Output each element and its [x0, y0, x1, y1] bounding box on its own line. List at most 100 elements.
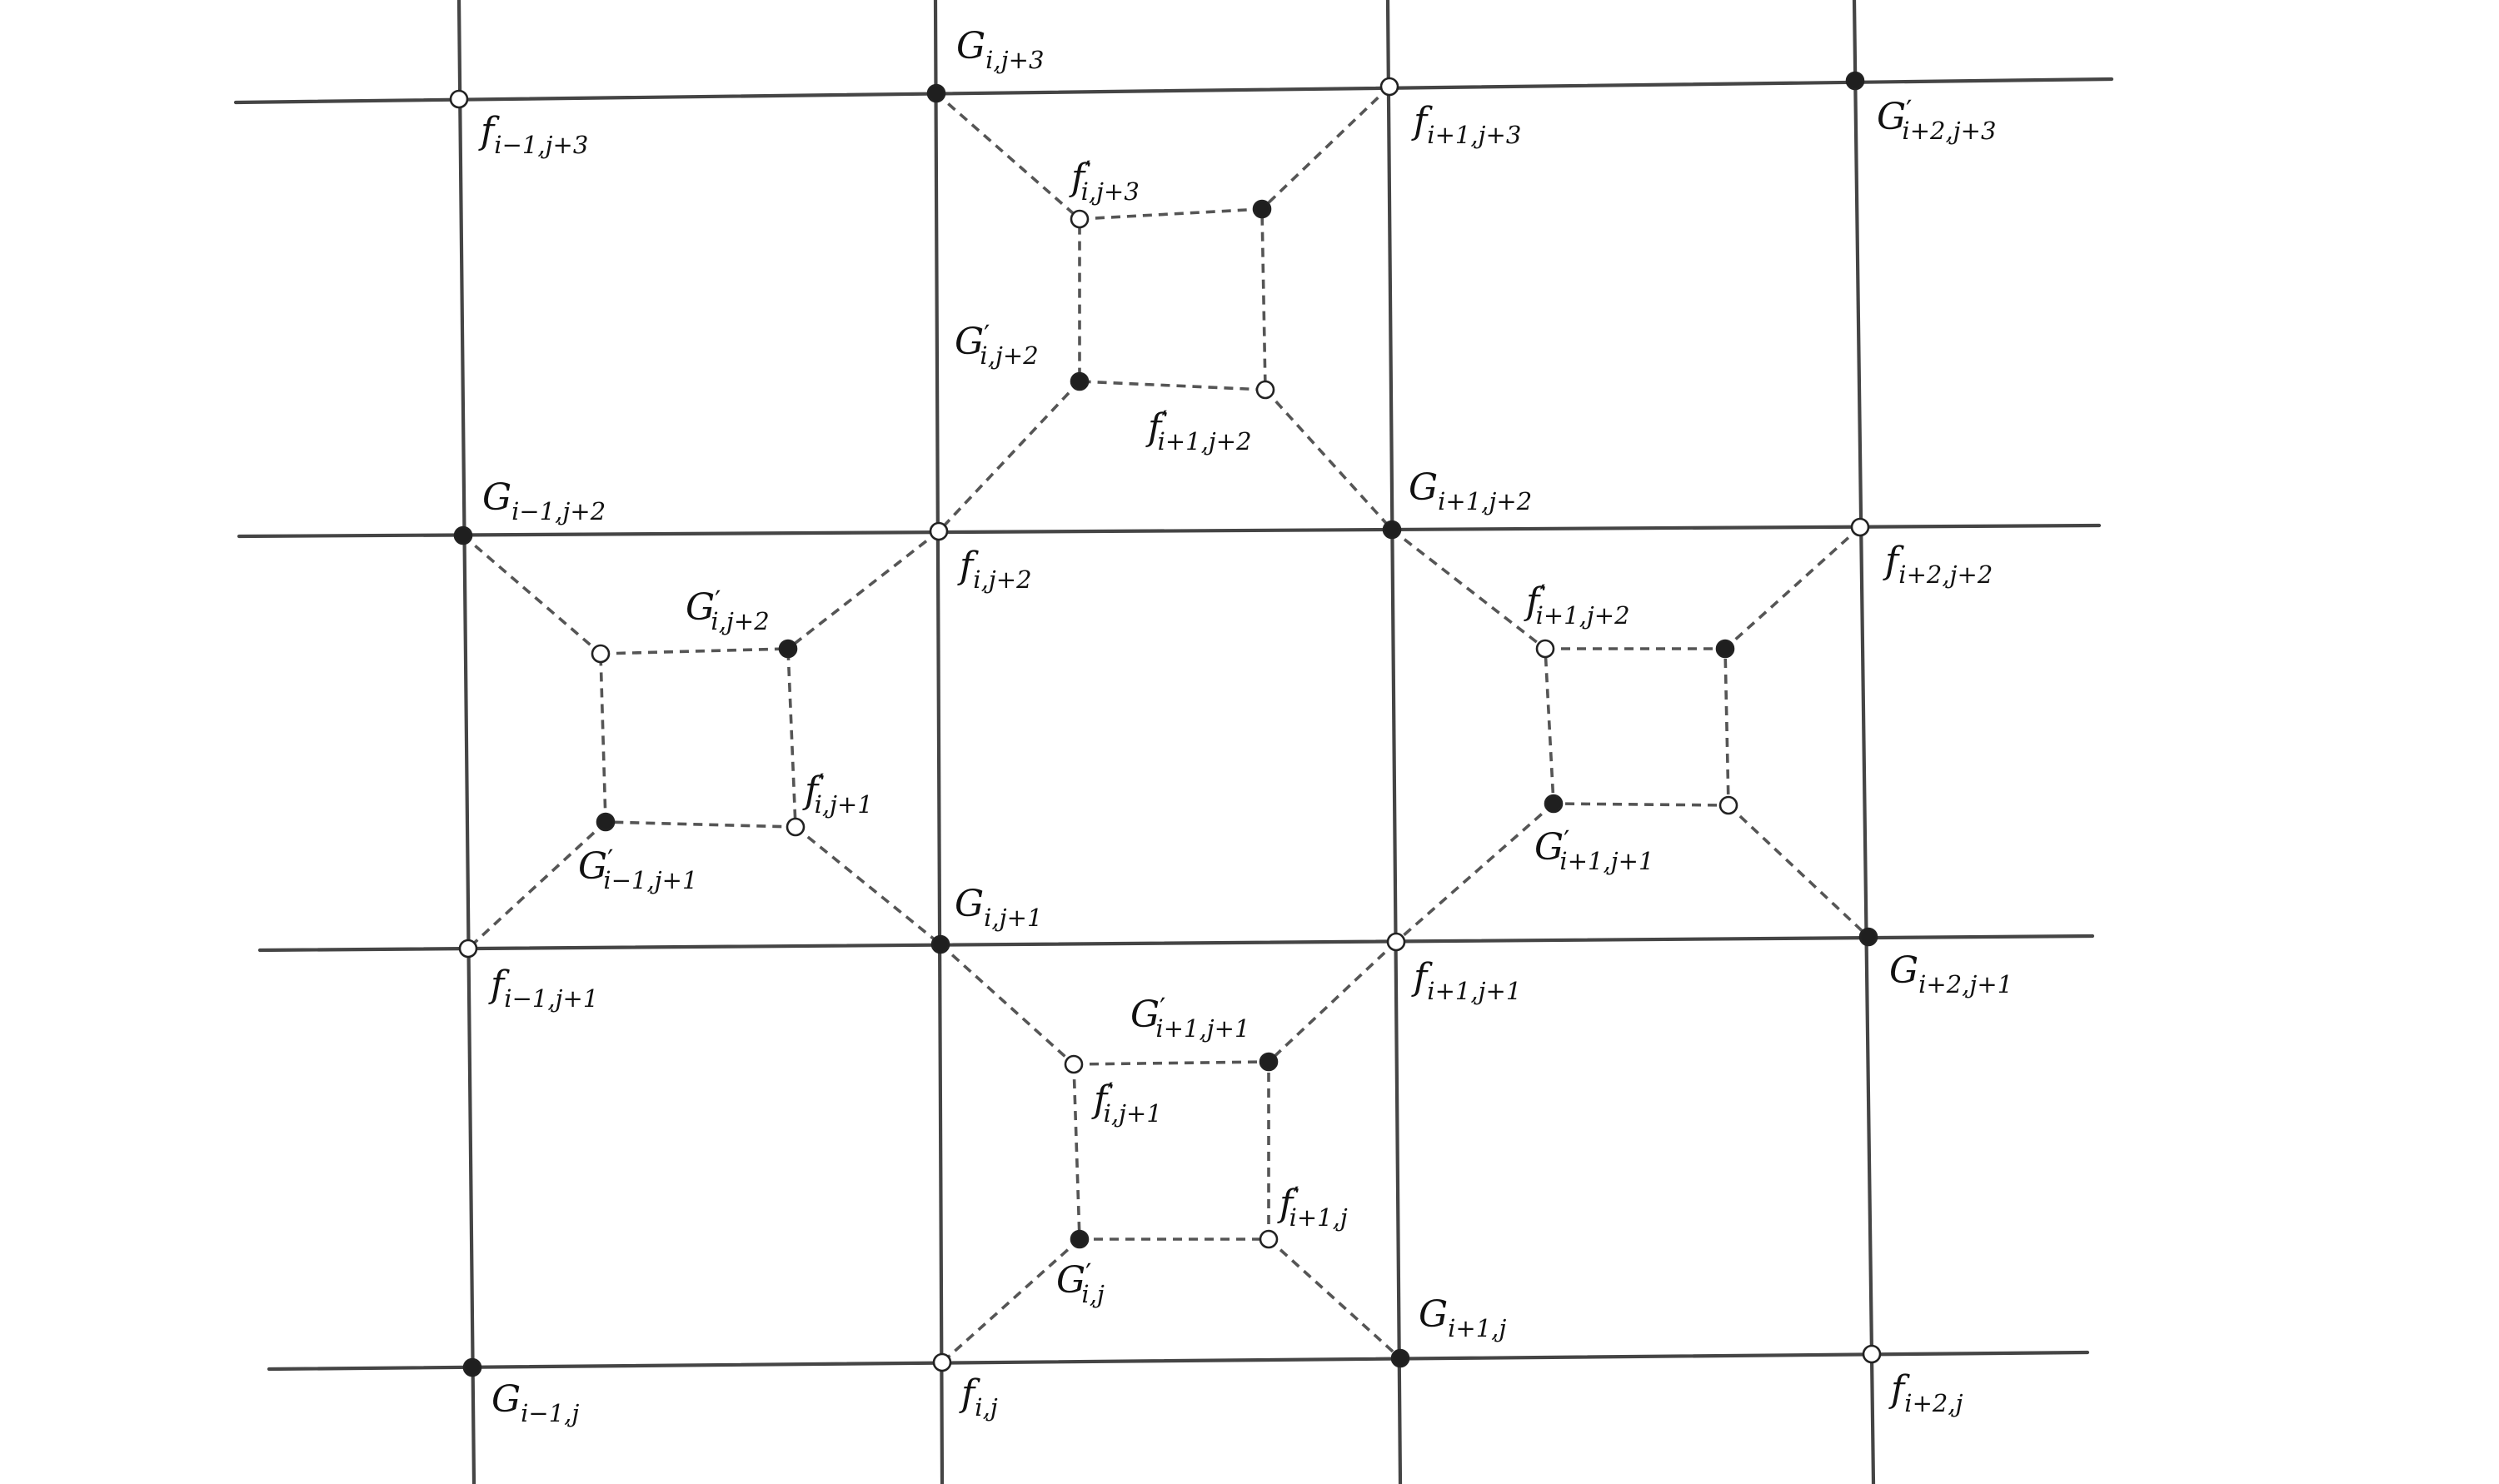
label-subscript: i+1,j+2	[1536, 601, 1630, 630]
label-subscript: i,j	[975, 1393, 998, 1422]
node-fp-i-j1-bottom	[1064, 1054, 1084, 1074]
label-G-i-j1: Gi,j+1	[955, 883, 1042, 932]
grid-line-row-j1	[257, 934, 2095, 953]
label-subscript: i−1,j+1	[504, 984, 598, 1013]
grid-line-row-j	[267, 1350, 2090, 1372]
label-G-i-j3: Gi,j+3	[956, 25, 1044, 74]
label-base: G	[482, 476, 511, 519]
label-subscript: i+2,j+2	[1898, 560, 1993, 589]
square-nodes	[591, 199, 1738, 1249]
node-G-im1-j2	[453, 525, 473, 545]
node-G-ip1-j	[1390, 1348, 1410, 1368]
label-fp-i-j1-bottom: f′i,j+1	[1091, 1077, 1162, 1128]
label-subscript: i−1,j+1	[603, 866, 697, 894]
grid-line-row-j3	[233, 77, 2114, 105]
node-f-ip2-j	[1862, 1344, 1882, 1364]
label-f-i-j2: fi,j+2	[957, 545, 1032, 594]
node-fp-i-j1-left	[786, 817, 806, 837]
label-G-im1-j: Gi−1,j	[491, 1378, 579, 1427]
label-base: G	[1409, 466, 1438, 509]
label-prime: ′	[715, 585, 721, 616]
label-prime: ′	[607, 844, 613, 875]
label-subscript: i,j+1	[1104, 1099, 1162, 1128]
label-subscript: i−1,j+3	[494, 131, 588, 159]
node-f-im1-j1	[458, 939, 478, 959]
label-subscript: i+2,j+1	[1918, 970, 2013, 998]
label-base: G	[578, 845, 607, 888]
label-prime: ′	[1085, 155, 1090, 187]
node-G-ip1-j2	[1382, 520, 1402, 540]
label-prime: ′	[1906, 94, 1912, 126]
label-base: G	[1534, 826, 1564, 869]
label-subscript: i+2,j	[1904, 1389, 1963, 1417]
label-fp-ip1-j2-right: f′i+1,j+2	[1524, 579, 1630, 630]
label-fp-i-j1-left: f′i,j+1	[802, 768, 873, 819]
label-subscript: i+1,j+1	[1155, 1014, 1250, 1043]
label-base: G	[686, 586, 715, 629]
label-fp-i-j3: f′i,j+3	[1069, 155, 1140, 206]
node-fp-ip1-j	[1259, 1229, 1279, 1249]
node-f-ip1-j1	[1386, 932, 1406, 952]
dashed-edge-bottom-b	[1267, 940, 1398, 1063]
label-subscript: i,j+3	[985, 46, 1044, 74]
label-prime: ′	[984, 319, 990, 351]
label-f-ip1-j1: fi+1,j+1	[1411, 956, 1521, 1005]
dashed-square-right	[1544, 647, 1730, 807]
dashed-edge-right-c	[1394, 802, 1555, 944]
label-subscript: i+1,j	[1289, 1203, 1348, 1232]
dashed-edge-top-a	[935, 92, 1081, 221]
label-subscript: i+1,j+3	[1427, 121, 1521, 149]
node-fp-ip1-j2-top	[1255, 380, 1275, 400]
node-Gp-im1-j1	[596, 812, 616, 832]
label-Gp-i-j2-left: G′i,j+2	[686, 585, 770, 635]
grid-nodes	[449, 71, 1882, 1377]
label-base: G	[1889, 949, 1918, 992]
node-Gp-ip1-j1-bottom	[1259, 1052, 1279, 1072]
label-G-ip1-j: Gi+1,j	[1419, 1293, 1506, 1342]
label-subscript: i,j+1	[815, 790, 873, 819]
label-G-ip1-j2: Gi+1,j+2	[1409, 466, 1532, 515]
label-prime: ′	[818, 768, 824, 799]
label-prime: ′	[1160, 992, 1165, 1023]
label-f-ip2-j: fi+2,j	[1888, 1368, 1963, 1417]
grid-line-col-im1	[456, 0, 476, 1484]
vertex-labels: Gi,j+3 fi−1,j+3 fi+1,j+3 G′i+2,j+3 f′i,j…	[478, 25, 2013, 1427]
node-G-im1-j	[462, 1357, 482, 1377]
label-prime: ′	[1161, 405, 1167, 436]
dashed-edge-left-a	[461, 534, 602, 655]
label-prime: ′	[1293, 1181, 1299, 1213]
label-subscript: i,j	[1081, 1280, 1105, 1308]
label-f-im1-j3: fi−1,j+3	[478, 110, 588, 159]
node-left-square-nw	[591, 644, 611, 664]
grid-line-row-j2	[237, 523, 2102, 539]
node-f-im1-j3	[449, 89, 469, 109]
node-G-ip2-j3	[1845, 71, 1865, 91]
label-subscript: i,j+3	[1081, 177, 1140, 206]
node-f-ip2-j2	[1850, 517, 1870, 537]
node-right-square-se	[1718, 795, 1738, 815]
label-fp-ip1-j2-top: f′i+1,j+2	[1145, 405, 1252, 456]
dashed-edge-top-b	[1260, 85, 1391, 211]
label-prime: ′	[1564, 824, 1569, 856]
label-subscript: i+1,j+2	[1438, 487, 1532, 515]
grid-vertical-lines	[456, 0, 1876, 1484]
node-fp-ip1-j2-right	[1535, 639, 1555, 659]
label-base: G	[1419, 1293, 1448, 1336]
dashed-edge-right-b	[1723, 525, 1862, 650]
node-Gp-ip1-j1-right	[1544, 794, 1564, 814]
dashed-edge-top-d	[1264, 388, 1394, 531]
label-subscript: i,j+2	[973, 565, 1031, 594]
label-f-i-j: fi,j	[959, 1372, 998, 1422]
grid-line-col-ip2	[1852, 0, 1876, 1484]
dashed-edge-top-c	[937, 380, 1081, 533]
label-prime: ′	[1539, 579, 1545, 610]
label-base: G	[956, 25, 985, 67]
label-Gp-ip1-j1-right: G′i+1,j+1	[1534, 824, 1654, 875]
label-base: G	[1130, 993, 1160, 1036]
label-fp-ip1-j: f′i+1,j	[1277, 1181, 1348, 1232]
node-Gp-i-j	[1070, 1229, 1090, 1249]
grid-line-col-i	[933, 0, 945, 1484]
node-fp-i-j3	[1070, 209, 1090, 229]
dashed-edge-right-d	[1727, 804, 1870, 939]
